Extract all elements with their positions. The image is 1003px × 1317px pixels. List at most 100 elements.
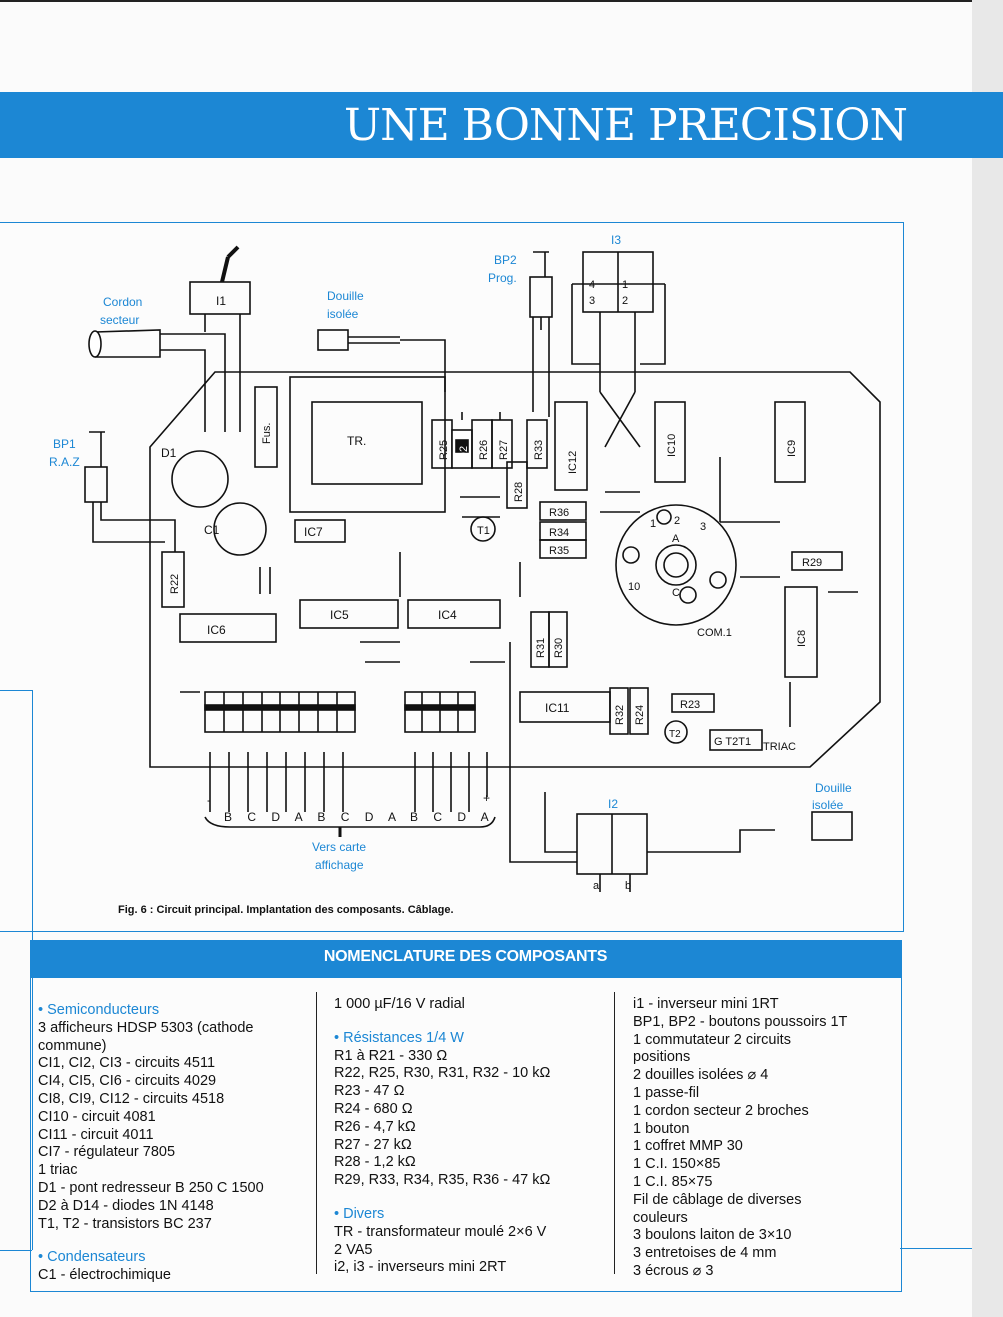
label-ic4: IC4 — [438, 608, 457, 622]
component-line: 3 afficheurs HDSP 5303 (cathode — [38, 1019, 254, 1036]
label-i3-4: 4 — [589, 279, 595, 291]
fuse — [254, 386, 278, 468]
label-r27: R27 — [498, 440, 510, 460]
label-douille2: Douille — [815, 781, 852, 795]
component-line: 1 000 µF/16 V radial — [334, 996, 465, 1012]
i1-switch-body — [189, 281, 251, 315]
page-title: UNE BONNE PRECISION — [343, 100, 908, 151]
label-sw-c: C — [672, 587, 680, 599]
label-i3-1: 1 — [622, 279, 628, 291]
ic10 — [654, 401, 686, 483]
component-line: 1 cordon secteur 2 broches — [633, 1102, 809, 1119]
label-r33: R33 — [533, 440, 545, 460]
spacer — [334, 1014, 604, 1024]
label-fus: Fus. — [261, 423, 273, 444]
side-rule — [0, 1250, 32, 1251]
label-isolee1: isolée — [327, 307, 359, 321]
label-secteur: secteur — [100, 313, 139, 327]
component-line: C1 - électrochimique — [38, 1267, 171, 1284]
component-line: CI4, CI5, CI6 - circuits 4029 — [38, 1073, 217, 1090]
component-line: i1 - inverseur mini 1RT — [633, 996, 779, 1012]
label-r34: R34 — [549, 527, 569, 539]
label-ic6: IC6 — [207, 623, 226, 637]
label-t2: T2 — [669, 729, 681, 740]
top-rule — [0, 0, 1003, 2]
label-ic10: IC10 — [666, 434, 678, 457]
component-line: R1 à R21 - 330 Ω — [334, 1047, 448, 1064]
d1-bridge — [171, 450, 229, 508]
column-divider — [316, 992, 317, 1274]
label-ic11: IC11 — [545, 701, 570, 715]
label-r32: R32 — [614, 705, 626, 725]
side-rule — [900, 1248, 972, 1249]
ic12 — [554, 401, 588, 491]
label-i2: I2 — [608, 797, 618, 811]
label-sw-a: A — [672, 533, 680, 545]
label-i3-3: 3 — [589, 295, 595, 307]
label-douille1: Douille — [327, 289, 364, 303]
label-gt2t1: G T2T1 — [714, 736, 751, 748]
component-line: couleurs — [633, 1209, 688, 1226]
label-ic9: IC9 — [786, 440, 798, 457]
label-raz: R.A.Z — [49, 455, 80, 469]
label-r25: R25 — [438, 440, 450, 460]
label-d2: D2 — [458, 446, 470, 460]
label-bus-right: B C D A — [410, 810, 495, 824]
label-r22: R22 — [169, 574, 181, 594]
section-heading: • Résistances 1/4 W — [334, 1029, 464, 1046]
ic5 — [299, 599, 399, 629]
label-cordon: Cordon — [103, 295, 142, 309]
component-line: commune) — [38, 1037, 107, 1054]
spacer — [334, 1190, 604, 1200]
ic7 — [294, 519, 346, 543]
transformer — [289, 376, 446, 513]
title-band — [0, 92, 1003, 158]
component-line: 1 commutateur 2 circuits — [633, 1031, 791, 1048]
label-bp1: BP1 — [53, 437, 76, 451]
component-line: 3 boulons laiton de 3×10 — [633, 1227, 792, 1244]
component-line: R26 - 4,7 kΩ — [334, 1118, 416, 1135]
label-b: b — [625, 880, 631, 892]
label-r23: R23 — [680, 699, 700, 711]
component-line: R28 - 1,2 kΩ — [334, 1154, 416, 1171]
label-d1: D1 — [161, 446, 177, 460]
component-line: R23 - 47 Ω — [334, 1083, 405, 1100]
component-line: 3 entretoises de 4 mm — [633, 1245, 777, 1262]
c1-cap — [213, 502, 267, 556]
component-line: D1 - pont redresseur B 250 C 1500 — [38, 1179, 264, 1196]
component-line: 1 triac — [38, 1162, 78, 1179]
nomenclature-title: NOMENCLATURE DES COMPOSANTS — [323, 948, 608, 965]
component-line: 2 VA5 — [334, 1241, 373, 1258]
component-line: CI11 - circuit 4011 — [38, 1126, 154, 1143]
component-line: CI10 - circuit 4081 — [38, 1108, 156, 1125]
component-line: 1 C.I. 150×85 — [633, 1156, 721, 1173]
label-affichage: affichage — [315, 858, 364, 872]
label-vers-carte: Vers carte — [312, 840, 366, 854]
component-line: BP1, BP2 - boutons poussoirs 1T — [633, 1013, 848, 1030]
label-ic5: IC5 — [330, 608, 349, 622]
component-line: i2, i3 - inverseurs mini 2RT — [334, 1259, 507, 1276]
label-ic8: IC8 — [796, 630, 808, 647]
component-line: positions — [633, 1049, 691, 1066]
component-line: TR - transformateur moulé 2×6 V — [334, 1223, 547, 1240]
nomenclature-frame — [30, 940, 902, 1292]
label-c1: C1 — [204, 523, 220, 537]
label-r29: R29 — [802, 557, 822, 569]
label-i1: I1 — [216, 294, 226, 308]
label-r31: R31 — [535, 638, 547, 658]
component-line: CI8, CI9, CI12 - circuits 4518 — [38, 1090, 225, 1107]
component-line: D2 à D14 - diodes 1N 4148 — [38, 1197, 214, 1214]
spacer — [38, 1233, 310, 1243]
component-line: R29, R33, R34, R35, R36 - 47 kΩ — [334, 1172, 551, 1189]
label-r35: R35 — [549, 545, 569, 557]
r23 — [671, 693, 715, 713]
page-edge — [972, 0, 1003, 1317]
ic4 — [407, 599, 501, 629]
label-triac: TRIAC — [763, 741, 796, 753]
label-i3-2: 2 — [622, 295, 628, 307]
label-bp2: BP2 — [494, 253, 517, 267]
side-rule — [0, 690, 32, 691]
